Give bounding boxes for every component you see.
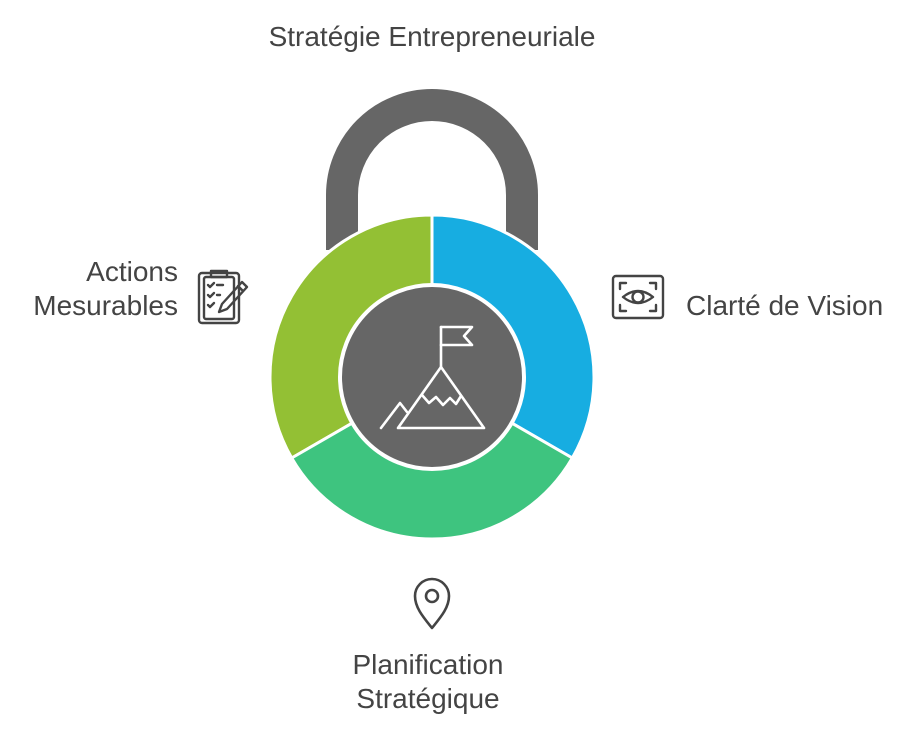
clipboard-pencil-icon	[197, 269, 249, 325]
mountain-flag-icon	[379, 325, 486, 430]
eye-scan-icon	[611, 274, 665, 320]
padlock-shackle	[326, 89, 538, 250]
label-line: Actions	[86, 256, 178, 287]
label-actions-mesurables: Actions Mesurables	[10, 255, 178, 323]
location-pin-icon	[413, 577, 451, 630]
label-clarte-de-vision: Clarté de Vision	[686, 289, 883, 323]
label-line: Stratégique	[356, 683, 500, 714]
label-line: Mesurables	[33, 290, 178, 321]
center-hub	[338, 283, 526, 471]
label-line: Planification	[352, 649, 504, 680]
label-planification-strategique: Planification Stratégique	[300, 648, 556, 716]
diagram-title: Stratégie Entrepreneuriale	[268, 21, 596, 52]
label-line: Clarté de Vision	[686, 290, 884, 321]
